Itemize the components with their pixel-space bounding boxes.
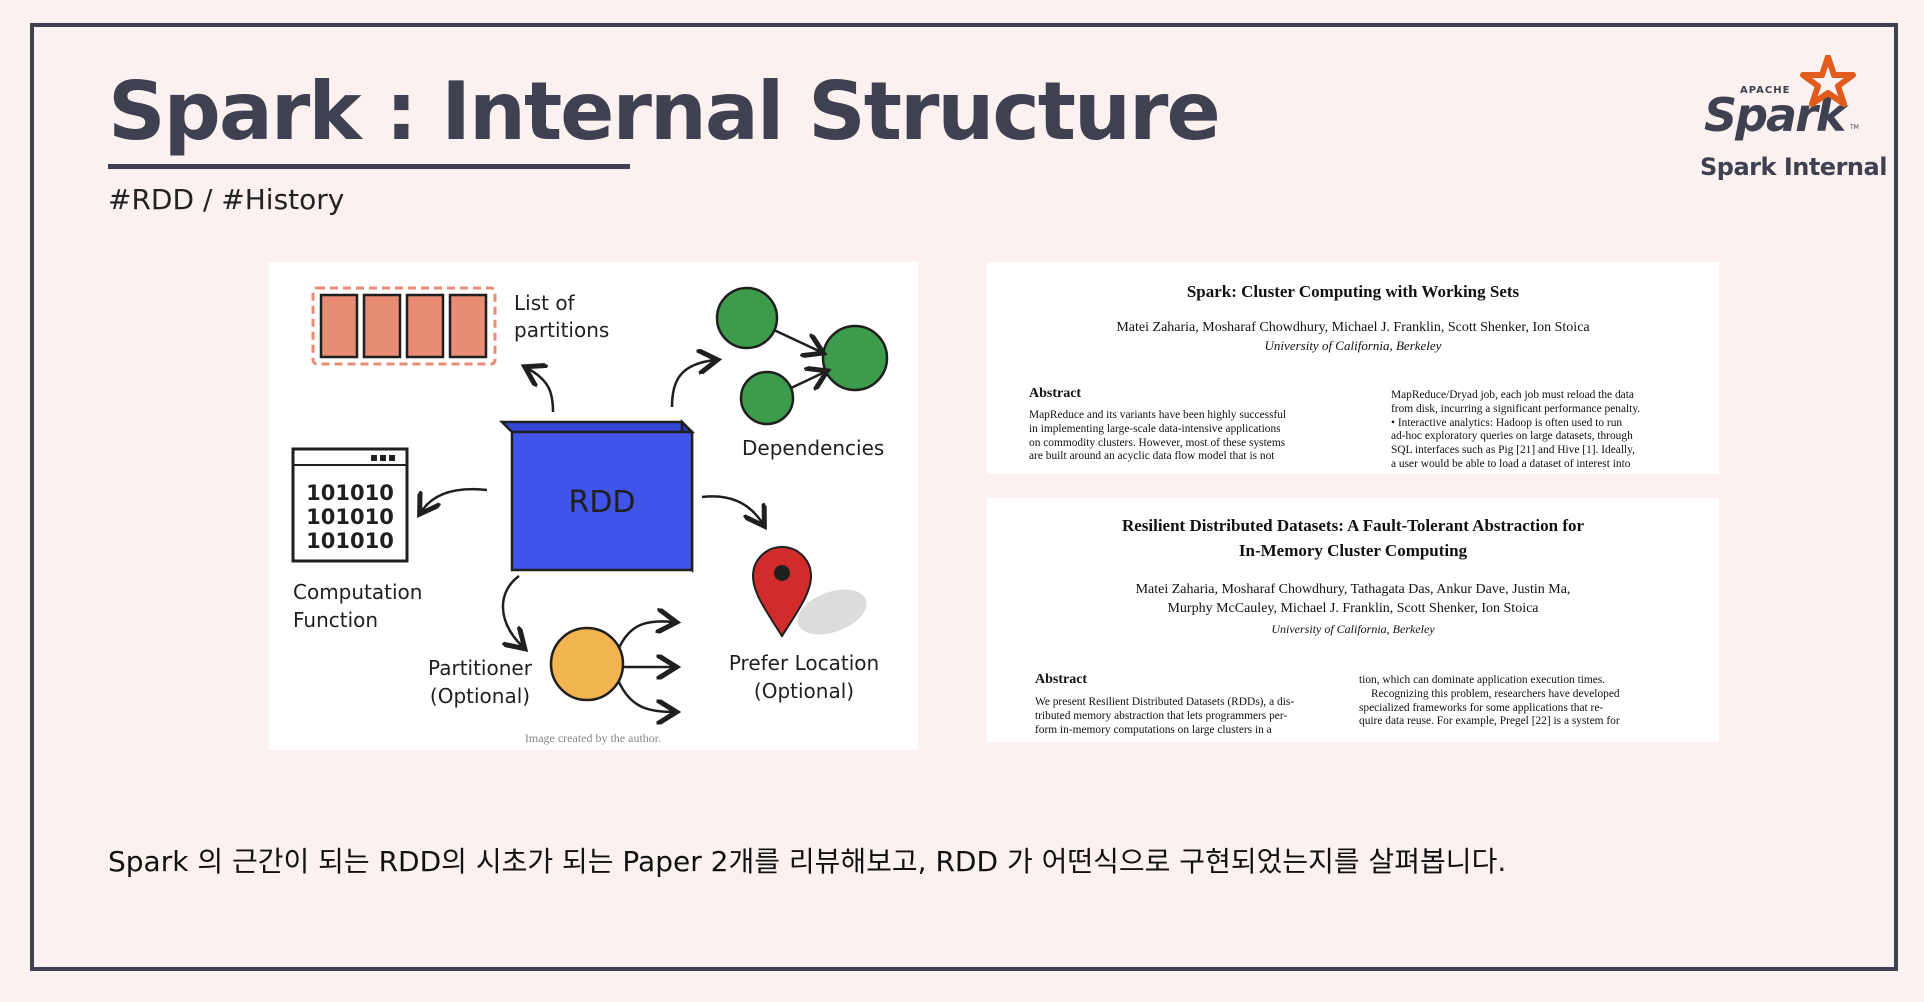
dependency-node-1 xyxy=(715,286,779,350)
binary-line-2: 101010 xyxy=(306,505,394,529)
partitions-label-1: List of xyxy=(514,291,576,315)
paper2-affiliation: University of California, Berkeley xyxy=(1271,622,1435,636)
arrow-to-computation xyxy=(421,488,488,512)
paper2-right-line: tion, which can dominate application exe… xyxy=(1359,674,1606,686)
location-label-2: (Optional) xyxy=(754,679,854,703)
computation-window xyxy=(291,447,409,563)
paper2-authors-2: Murphy McCauley, Michael J. Franklin, Sc… xyxy=(1167,601,1539,616)
computation-label-1: Computation xyxy=(293,580,422,604)
paper1-right-line: from disk, incurring a significant perfo… xyxy=(1391,402,1641,415)
dependencies-label: Dependencies xyxy=(742,436,884,460)
arrow-to-partitions xyxy=(527,368,555,413)
paper1-right-line: a user would be able to load a dataset o… xyxy=(1391,457,1631,470)
logo-tm: TM xyxy=(1849,124,1859,131)
partition-4 xyxy=(448,293,488,359)
star-icon xyxy=(1800,55,1856,107)
slide-title: Spark : Internal Structure xyxy=(108,65,1221,158)
slide-caption: Spark 의 근간이 되는 RDD의 시초가 되는 Paper 2개를 리뷰해… xyxy=(108,845,1507,878)
arrow-to-partitioner xyxy=(503,574,523,647)
partitioner-arrow-3 xyxy=(617,681,674,712)
arrow-to-dependencies xyxy=(670,360,715,408)
slide-subtitle: #RDD / #History xyxy=(108,183,345,216)
paper1-left-column: MapReduce and its variants have been hig… xyxy=(1029,409,1355,464)
logo-apache-text: APACHE xyxy=(1740,85,1790,96)
location-label-1: Prefer Location xyxy=(729,651,879,675)
paper1-affiliation: University of California, Berkeley xyxy=(1264,338,1442,353)
paper-resilient-distributed-datasets: Resilient Distributed Datasets: A Fault-… xyxy=(987,498,1719,742)
map-pin-hole xyxy=(774,565,790,581)
logo-caption: Spark Internal xyxy=(1700,153,1887,181)
paper1-left-line: on commodity clusters. However, most of … xyxy=(1029,436,1286,449)
paper2-right-column: tion, which can dominate application exe… xyxy=(1359,674,1665,729)
partitioner-label-1: Partitioner xyxy=(428,656,533,680)
partition-3 xyxy=(405,293,445,359)
paper2-abstract-heading: Abstract xyxy=(1035,672,1088,687)
binary-line-1: 101010 xyxy=(306,481,394,505)
paper2-left-line: tributed memory abstraction that lets pr… xyxy=(1035,709,1288,722)
partitioner-node xyxy=(549,626,625,702)
rdd-box xyxy=(510,430,694,572)
paper2-title-2: In-Memory Cluster Computing xyxy=(1238,541,1468,560)
dependency-node-2 xyxy=(821,324,889,392)
rdd-label: RDD xyxy=(568,485,635,520)
paper1-right-column: MapReduce/Dryad job, each job must reloa… xyxy=(1391,389,1695,472)
diagram-credit: Image created by the author. xyxy=(525,731,661,745)
rdd-box-top xyxy=(498,420,696,434)
partition-1 xyxy=(319,293,359,359)
partitioner-label-2: (Optional) xyxy=(430,684,530,708)
partitioner-arrow-1 xyxy=(617,621,674,649)
window-dot-3 xyxy=(389,455,395,461)
dependency-edge-1 xyxy=(773,328,821,352)
paper2-right-line: Recognizing this problem, researchers ha… xyxy=(1371,687,1620,700)
title-underline xyxy=(108,164,630,169)
pin-shadow xyxy=(797,589,867,635)
paper2-title-1: Resilient Distributed Datasets: A Fault-… xyxy=(1121,516,1585,535)
paper2-right-line: quire data reuse. For example, Pregel [2… xyxy=(1359,715,1620,728)
map-pin-icon xyxy=(751,546,813,638)
paper2-authors-1: Matei Zaharia, Mosharaf Chowdhury, Tatha… xyxy=(1135,582,1571,597)
arrow-to-location xyxy=(701,495,763,524)
window-dot-2 xyxy=(380,455,386,461)
paper1-left-line: are built around an acyclic data flow mo… xyxy=(1029,450,1275,463)
rdd-diagram-svg: List of partitions RDD Dependencies 1010… xyxy=(291,286,889,745)
partitions-frame xyxy=(311,286,497,366)
computation-label-2: Function xyxy=(293,608,378,632)
paper1-right-line: • Interactive analytics: Hadoop is often… xyxy=(1391,416,1623,429)
paper2-right-line: specialized frameworks for some applicat… xyxy=(1359,701,1604,714)
paper2-left-line: form in-memory computations on large clu… xyxy=(1035,723,1272,736)
paper-spark-cluster-computing: Spark: Cluster Computing with Working Se… xyxy=(987,262,1719,474)
paper1-left-line: in implementing large-scale data-intensi… xyxy=(1029,422,1281,435)
partitions-label-2: partitions xyxy=(514,318,609,342)
dependency-edge-2 xyxy=(790,372,825,388)
slide-frame xyxy=(30,23,1898,971)
rdd-diagram: List of partitions RDD Dependencies 1010… xyxy=(269,262,918,750)
paper1-authors: Matei Zaharia, Mosharaf Chowdhury, Micha… xyxy=(1116,320,1590,335)
paper1-right-line: SQL interfaces such as Pig [21] and Hive… xyxy=(1391,444,1635,457)
paper2-left-column: We present Resilient Distributed Dataset… xyxy=(1035,696,1325,737)
paper1-right-line: MapReduce/Dryad job, each job must reloa… xyxy=(1391,389,1634,401)
binary-line-3: 101010 xyxy=(306,529,394,553)
paper1-title: Spark: Cluster Computing with Working Se… xyxy=(1186,282,1520,301)
paper1-abstract-heading: Abstract xyxy=(1029,386,1082,401)
paper2-left-line: We present Resilient Distributed Dataset… xyxy=(1035,696,1295,708)
paper1-left-line: MapReduce and its variants have been hig… xyxy=(1029,409,1287,421)
paper1-right-line: ad-hoc exploratory queries on large data… xyxy=(1391,430,1633,443)
window-dot-1 xyxy=(371,455,377,461)
spark-logo: APACHE Spark TM xyxy=(1704,55,1859,142)
partition-2 xyxy=(362,293,402,359)
dependency-node-3 xyxy=(739,370,795,426)
